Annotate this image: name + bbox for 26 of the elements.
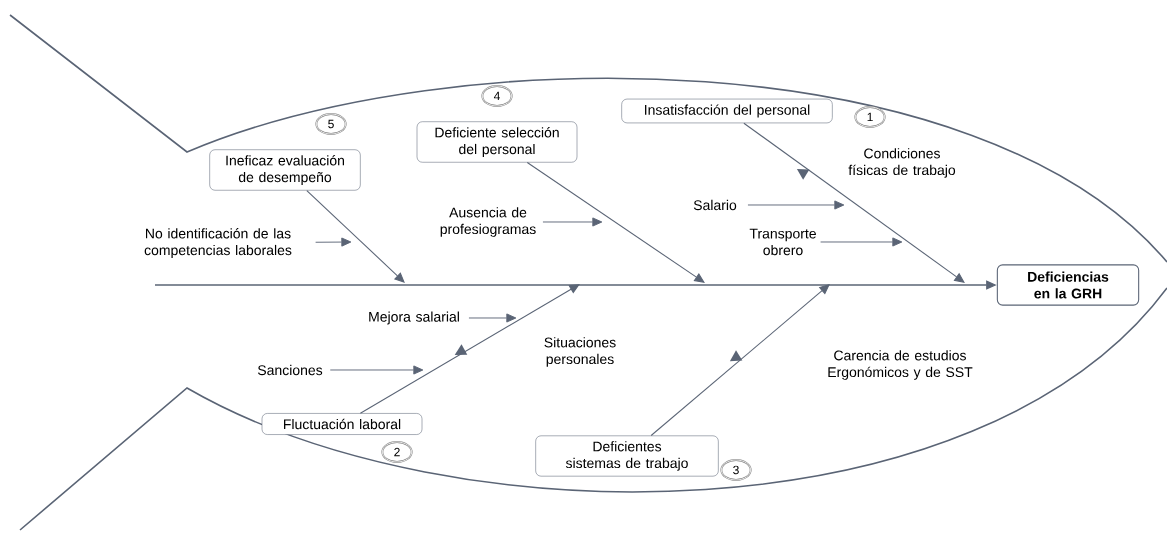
cause-box: Deficiente selección del personal (416, 121, 578, 163)
subcause-text: Ausencia de profesiogramas (440, 207, 536, 237)
cause-box: Insatisfacción del personal (621, 98, 833, 124)
arrow (315, 237, 352, 247)
subcause-text: No identificación de las competencias laborales (144, 228, 292, 258)
arrow (306, 190, 405, 283)
arrow (526, 162, 705, 283)
arrow (650, 284, 830, 437)
effect-box: Deficiencias en la GRH (996, 264, 1140, 306)
cause-label: Condiciones físicas de trabajo (848, 148, 956, 178)
cause-label: Carencia de estudios Ergonómicos y de SST (828, 350, 973, 380)
subcause-text: Transporte obrero (749, 228, 816, 256)
subcause-text: Salario (693, 199, 737, 211)
arrow (820, 237, 903, 247)
arrow (329, 365, 424, 375)
arrow (542, 217, 603, 227)
subcause-text: Mejora salarial (369, 311, 459, 325)
cause-box: Ineficaz evaluación de desempeño (209, 149, 361, 191)
cause-box: Fluctuación laboral (261, 413, 423, 435)
cause-box: Deficientes sistemas de trabajo (535, 435, 719, 477)
cause-label: Situaciones personales (544, 337, 616, 367)
arrow (359, 284, 580, 414)
arrow (743, 122, 965, 283)
subcause-text: Sanciones (257, 364, 323, 376)
arrow (747, 200, 845, 210)
arrow (468, 313, 517, 323)
